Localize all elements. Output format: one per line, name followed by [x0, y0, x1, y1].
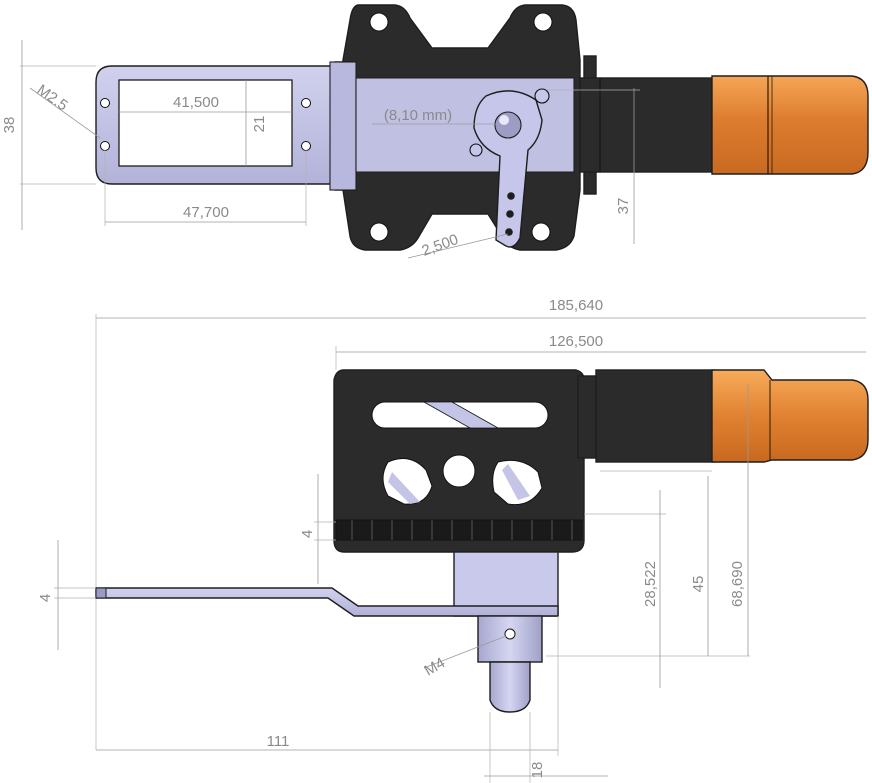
housing-cutout	[382, 457, 433, 505]
dim-overall-length: 185,640	[549, 297, 603, 314]
dim-total-height: 68,690	[729, 561, 746, 607]
arm-hole	[507, 192, 515, 200]
plate-rib	[329, 61, 357, 191]
motor-body	[579, 77, 713, 173]
side-view: 185,640 126,500	[37, 297, 869, 783]
dim-slot-height: 21	[251, 116, 268, 133]
housing-flange	[577, 375, 597, 459]
arm-hole	[506, 210, 514, 218]
dim-center-height: 45	[690, 576, 707, 593]
dim-servo-length: 126,500	[549, 333, 603, 350]
servo-flange	[583, 169, 597, 195]
arm-pivot-ring	[534, 88, 550, 104]
shaft-pin	[489, 661, 531, 713]
dim-arm-hole: 2,500	[420, 231, 461, 260]
side-motor-body	[595, 369, 715, 463]
gear-band	[335, 519, 583, 541]
housing-center-hole	[442, 454, 476, 488]
plate-hole	[100, 141, 110, 151]
plate-slot	[118, 79, 293, 167]
dim-shaft-thread: M4	[422, 654, 449, 679]
dim-plate-height: 38	[1, 117, 18, 134]
bracket-hole	[533, 12, 553, 32]
plate-hole	[301, 98, 311, 108]
dim-plate-length: 111	[267, 733, 290, 750]
dim-shaft-width: 18	[529, 762, 546, 779]
dim-hole-spacing: 47,700	[183, 204, 229, 221]
dim-arm-length: 37	[615, 198, 632, 215]
plate-hole	[301, 141, 311, 151]
dim-slot-width: 41,500	[173, 94, 219, 111]
dim-ball-offset: (8,10 mm)	[384, 107, 452, 124]
dim-hole-thread: M2.5	[34, 81, 71, 114]
bracket-hole	[369, 12, 389, 32]
bracket-hole	[369, 222, 389, 242]
orange-end-cap	[711, 75, 869, 175]
dim-spline-height: 28,522	[642, 561, 659, 607]
ball-joint	[494, 111, 522, 139]
side-orange-end	[711, 369, 869, 463]
plate-hole	[100, 98, 110, 108]
arm-pivot-ring	[469, 143, 483, 157]
servo-flange	[583, 55, 597, 81]
top-view: 38 M2.5 41,500 21 47,700 (8,10 mm) 37 2,…	[1, 4, 869, 260]
bracket-hole	[531, 222, 551, 242]
dim-plate-offset: 4	[299, 530, 316, 538]
dim-plate-thickness: 4	[37, 594, 54, 602]
shaft-hole	[504, 628, 516, 640]
